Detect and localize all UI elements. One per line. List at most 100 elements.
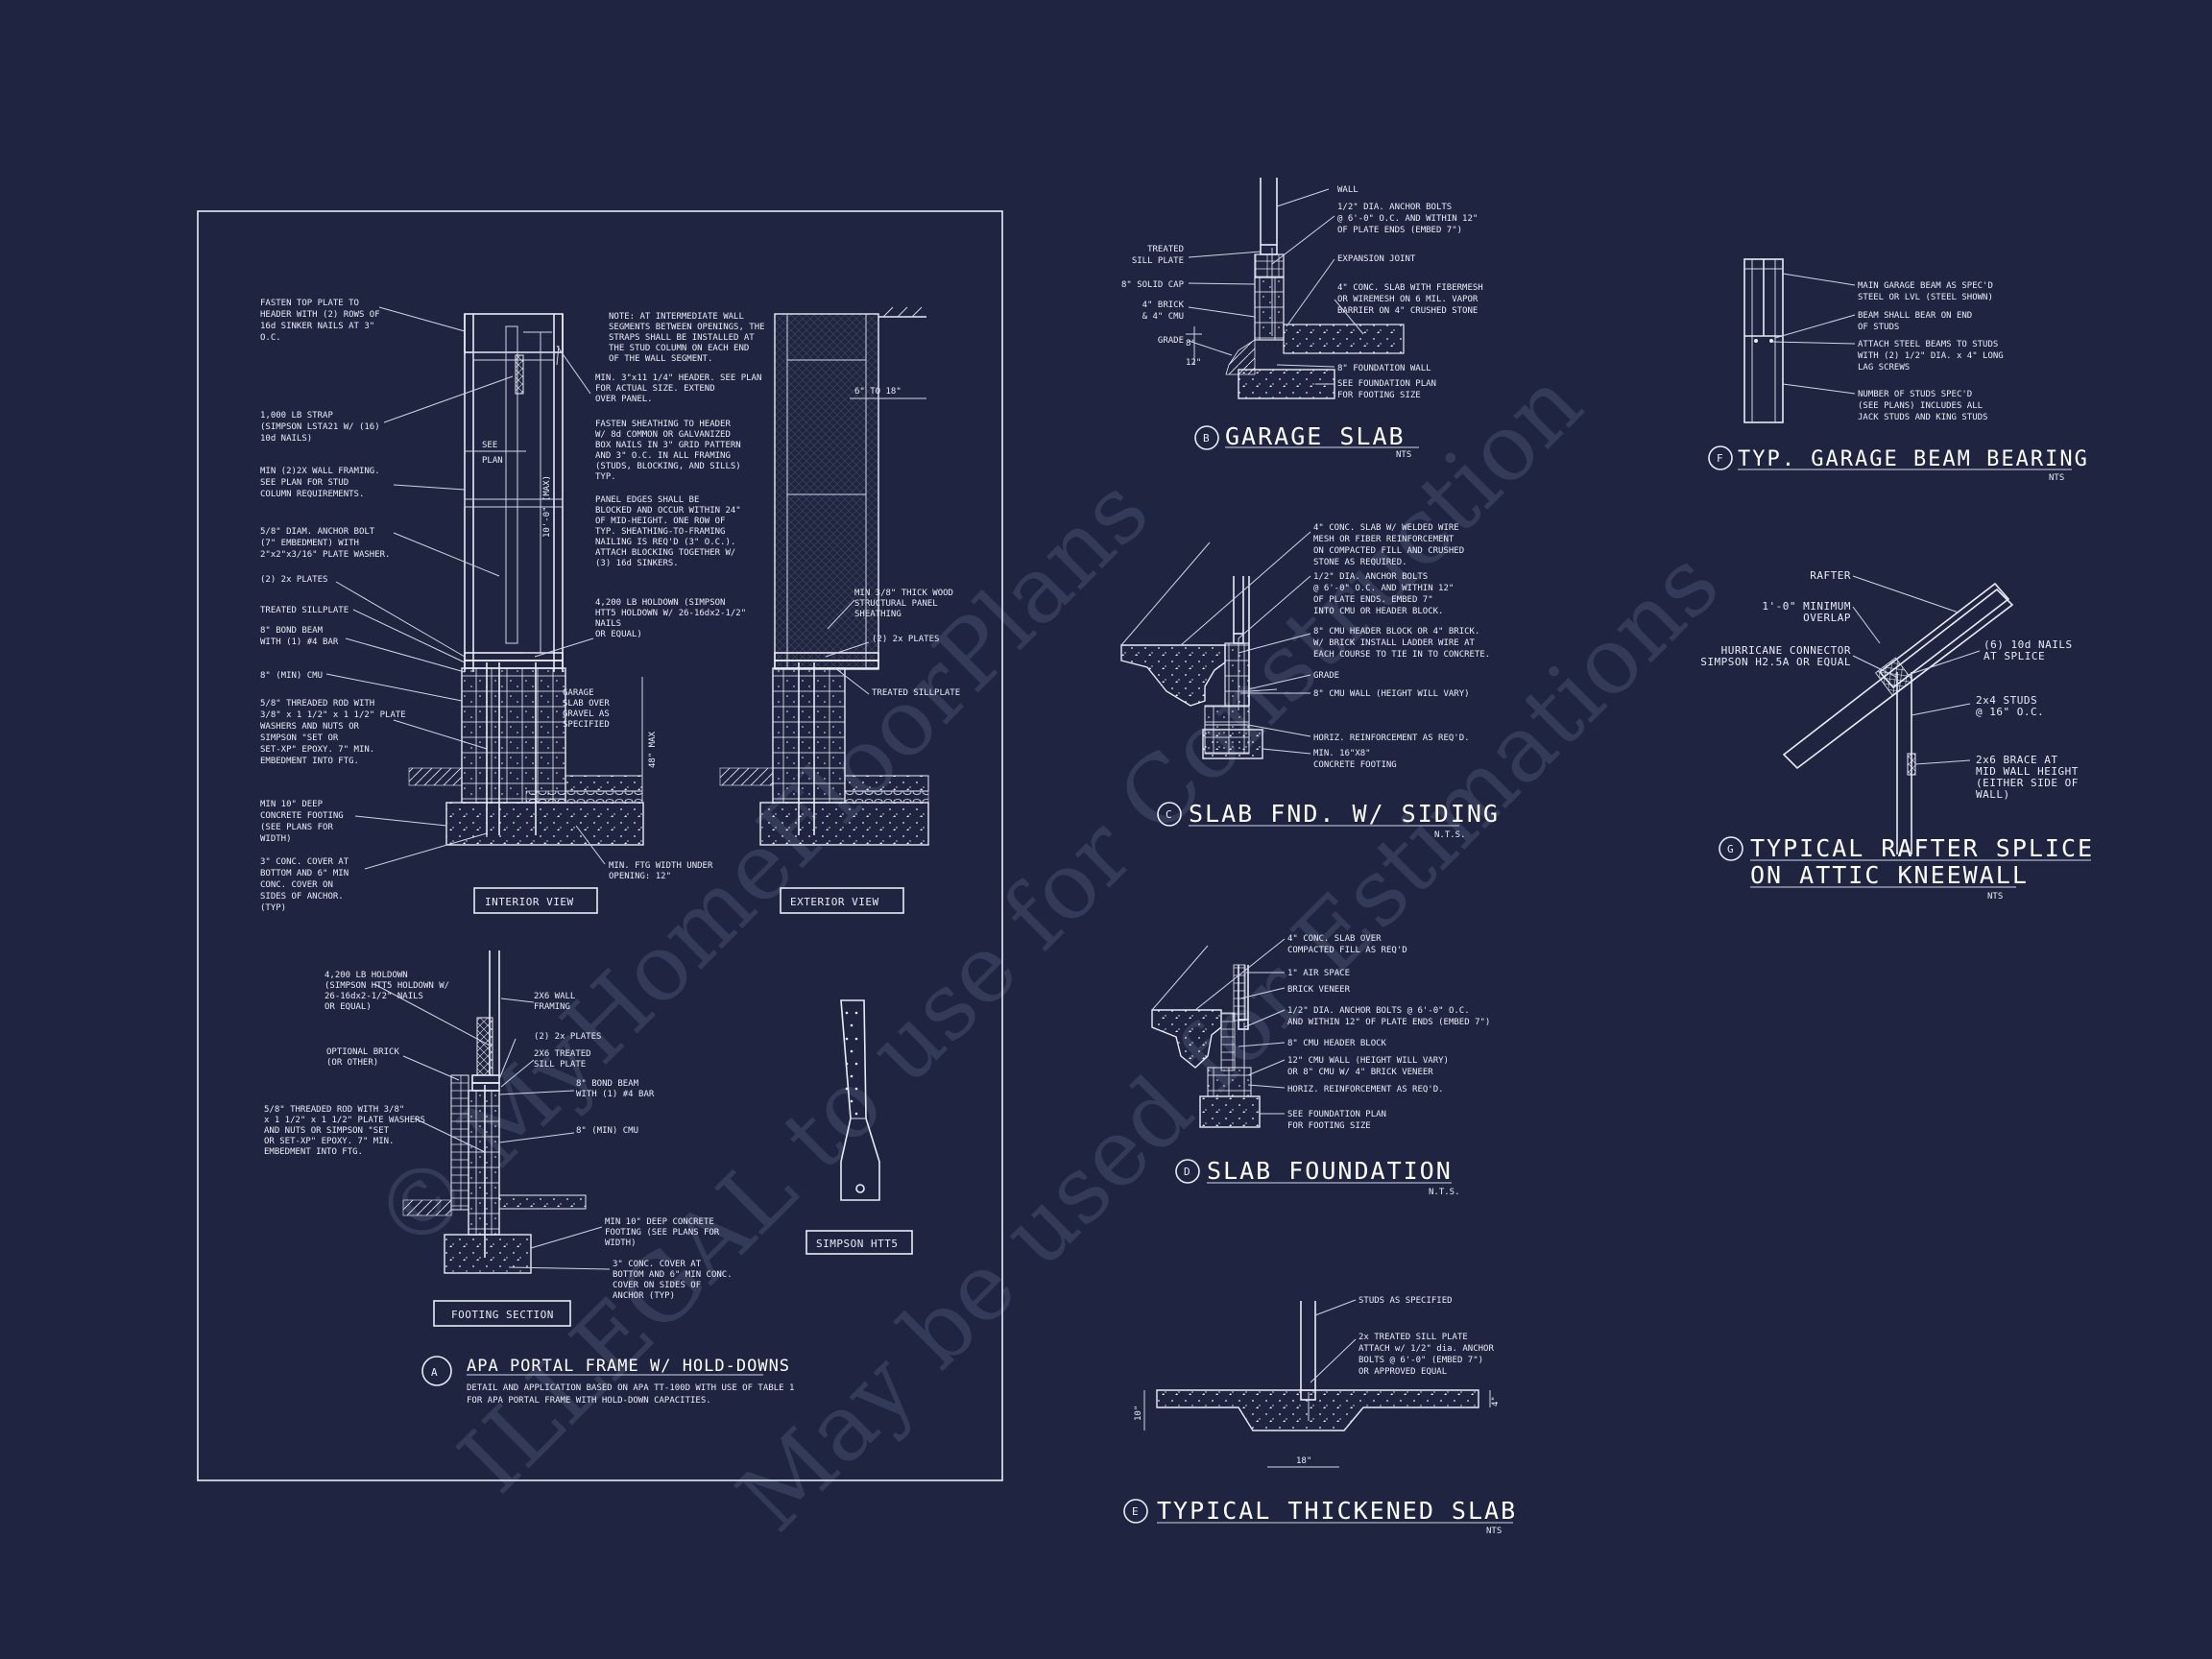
center-note-5-line-3: SPECIFIED	[563, 720, 610, 730]
slab-foundation-note-3-line-0: 1/2" DIA. ANCHOR BOLTS @ 6'-0" O.C.	[1287, 1006, 1470, 1016]
rafter-right-note-1-line-0: 2x4 STUDS	[1976, 694, 2037, 707]
detail-a-frame	[197, 210, 1003, 1481]
detail-e-tag: E	[1132, 1505, 1139, 1518]
rafter-left-note-2-line-1: SIMPSON H2.5A OR EQUAL	[1700, 656, 1851, 668]
see-plan-label-2: PLAN	[482, 456, 503, 466]
interior-note-6-line-1: WITH (1) #4 BAR	[260, 637, 339, 647]
garage-beam-note-1-line-0: BEAM SHALL BEAR ON END	[1858, 311, 1972, 321]
footing-note-9-line-2: COVER ON SIDES OF	[613, 1281, 701, 1290]
garage-dim-8: 8"	[1186, 339, 1196, 349]
center-note-0-line-2: STRAPS SHALL BE INSTALLED AT	[609, 333, 755, 343]
garage-beam-note-1-line-1: OF STUDS	[1858, 323, 1899, 332]
garage-right-note-0-line-0: WALL	[1337, 185, 1358, 195]
garage-left-note-0-line-1: SILL PLATE	[1132, 256, 1184, 266]
footing-note-9-line-1: BOTTOM AND 6" MIN CONC.	[613, 1270, 733, 1280]
center-note-3-line-5: ATTACH BLOCKING TOGETHER W/	[595, 548, 735, 558]
interior-note-10-line-2: CONC. COVER ON	[260, 880, 333, 890]
simpson-htt5-drawing	[840, 999, 880, 1201]
thickened-dim-18: 18"	[1296, 1456, 1311, 1466]
footing-note-8-line-2: WIDTH)	[605, 1238, 637, 1248]
siding-note-0-line-3: STONE AS REQUIRED.	[1313, 558, 1407, 567]
interior-note-0-line-2: 16d SINKER NAILS AT 3"	[260, 322, 374, 331]
rafter-right-note-2-line-0: 2x6 BRACE AT	[1976, 754, 2057, 766]
garage-beam-note-3-line-2: JACK STUDS AND KING STUDS	[1858, 413, 1987, 422]
interior-note-8-line-4: SET-XP" EPOXY. 7" MIN.	[260, 745, 374, 755]
detail-b-tag-circle	[1194, 425, 1219, 450]
footing-note-6-line-4: EMBEDMENT INTO FTG.	[264, 1147, 363, 1157]
exterior-note-1-line-0: (2) 2x PLATES	[872, 635, 939, 644]
detail-g-tag-circle	[1719, 836, 1743, 861]
detail-f-scale: NTS	[2049, 473, 2064, 483]
rafter-left-note-0-line-0: RAFTER	[1810, 569, 1851, 582]
garage-right-note-1-line-0: 1/2" DIA. ANCHOR BOLTS	[1337, 203, 1452, 212]
interior-view-drawing: SEE PLAN 10'-0" (MAX) 48" MAX	[408, 313, 658, 846]
detail-a-desc-2: FOR APA PORTAL FRAME WITH HOLD-DOWN CAPA…	[467, 1396, 711, 1406]
interior-note-9-line-2: (SEE PLANS FOR	[260, 823, 333, 832]
rafter-splice-leaders	[1852, 575, 1981, 765]
garage-right-note-2-line-0: EXPANSION JOINT	[1337, 254, 1416, 264]
siding-note-6-line-0: MIN. 16"X8"	[1313, 749, 1371, 758]
center-note-6-line-1: OPENING: 12"	[609, 872, 671, 881]
center-note-3-line-0: PANEL EDGES SHALL BE	[595, 495, 699, 505]
footing-note-9-line-0: 3" CONC. COVER AT	[613, 1260, 702, 1269]
siding-note-0-line-2: ON COMPACTED FILL AND CRUSHED	[1313, 546, 1464, 556]
detail-c-scale: N.T.S.	[1434, 830, 1466, 840]
siding-note-1-line-2: OF PLATE ENDS. EMBED 7"	[1313, 595, 1433, 605]
detail-c-title: SLAB FND. W/ SIDING	[1189, 800, 1500, 828]
garage-right-note-5-line-0: SEE FOUNDATION PLAN	[1337, 379, 1436, 389]
interior-note-8-line-2: WASHERS AND NUTS OR	[260, 722, 360, 732]
detail-b-scale: NTS	[1396, 450, 1411, 460]
slab-foundation-note-6-line-0: HORIZ. REINFORCEMENT AS REQ'D.	[1287, 1085, 1444, 1094]
garage-beam-note-2-line-1: WITH (2) 1/2" DIA. x 4" LONG	[1858, 351, 2004, 361]
slab-siding-drawing	[1120, 541, 1278, 759]
detail-e-scale: NTS	[1486, 1527, 1502, 1536]
footing-note-8-line-0: MIN 10" DEEP CONCRETE	[605, 1217, 714, 1227]
footing-note-0-line-3: OR EQUAL)	[325, 1002, 372, 1012]
simpson-htt5-label: SIMPSON HTT5	[816, 1238, 898, 1250]
footing-note-7-line-0: 8" (MIN) CMU	[576, 1126, 638, 1136]
footing-note-9-line-3: ANCHOR (TYP)	[613, 1291, 675, 1301]
interior-note-8-line-3: SIMPSON "SET OR	[260, 733, 339, 743]
center-note-0-line-0: NOTE: AT INTERMEDIATE WALL	[609, 312, 744, 322]
center-note-1-line-1: FOR ACTUAL SIZE. EXTEND	[595, 384, 715, 394]
center-note-2-line-4: (STUDS, BLOCKING, AND SILLS)	[595, 462, 741, 471]
footing-note-0-line-1: (SIMPSON HTT5 HOLDOWN W/	[325, 981, 449, 991]
footing-note-8-line-1: FOOTING (SEE PLANS FOR	[605, 1228, 720, 1238]
rafter-right-note-0-line-0: (6) 10d NAILS	[1984, 638, 2073, 651]
siding-note-6-line-1: CONCRETE FOOTING	[1313, 760, 1397, 770]
thickened-slab-note-0-line-0: STUDS AS SPECIFIED	[1358, 1296, 1453, 1306]
detail-d-scale: N.T.S.	[1429, 1188, 1460, 1197]
detail-e-tag-circle	[1123, 1499, 1148, 1524]
interior-view-label: INTERIOR VIEW	[485, 896, 574, 908]
center-note-2-line-2: BOX NAILS IN 3" GRID PATTERN	[595, 441, 741, 450]
siding-note-1-line-3: INTO CMU OR HEADER BLOCK.	[1313, 607, 1443, 616]
slab-foundation-leaders	[1194, 938, 1286, 1115]
garage-left-note-1-line-0: 8" SOLID CAP	[1121, 280, 1185, 290]
center-note-2-line-5: TYP.	[595, 472, 616, 482]
siding-note-0-line-1: MESH OR FIBER REINFORCEMENT	[1313, 535, 1455, 544]
footing-note-6-line-3: OR SET-XP" EPOXY. 7" MIN.	[264, 1137, 394, 1146]
siding-note-5-line-0: HORIZ. REINFORCEMENT AS REQ'D.	[1313, 733, 1470, 743]
footing-note-6-line-1: x 1 1/2" x 1 1/2" PLATE WASHERS	[264, 1116, 425, 1125]
center-note-3-line-2: OF MID-HEIGHT. ONE ROW OF	[595, 517, 725, 526]
garage-beam-drawing	[1743, 258, 1784, 423]
interior-note-1-line-1: (SIMPSON LSTA21 W/ (16)	[260, 422, 380, 432]
detail-a-title: APA PORTAL FRAME W/ HOLD-DOWNS	[467, 1357, 790, 1376]
garage-right-note-3-line-0: 4" CONC. SLAB WITH FIBERMESH	[1337, 283, 1483, 293]
rafter-right-note-2-line-2: (EITHER SIDE OF	[1976, 777, 2079, 789]
center-note-1-line-0: MIN. 3"x11 1/4" HEADER. SEE PLAN	[595, 373, 761, 383]
interior-view-box	[473, 887, 598, 914]
footing-note-4-line-1: (OR OTHER)	[326, 1058, 378, 1068]
interior-note-2-line-2: COLUMN REQUIREMENTS.	[260, 490, 364, 499]
detail-e-title: TYPICAL THICKENED SLAB	[1157, 1497, 1517, 1525]
footing-note-4-line-0: OPTIONAL BRICK	[326, 1047, 399, 1057]
center-note-0-line-4: OF THE WALL SEGMENT.	[609, 354, 712, 364]
slab-foundation-note-1-line-0: 1" AIR SPACE	[1287, 969, 1350, 978]
siding-note-4-line-0: 8" CMU WALL (HEIGHT WILL VARY)	[1313, 689, 1470, 699]
center-note-0-line-1: SEGMENTS BETWEEN OPENINGS, THE	[609, 323, 765, 332]
detail-g-scale: NTS	[1987, 892, 2003, 902]
interior-note-0-line-1: HEADER WITH (2) ROWS OF	[260, 310, 380, 320]
garage-beam-note-0-line-0: MAIN GARAGE BEAM AS SPEC'D	[1858, 281, 1993, 291]
garage-right-note-1-line-1: @ 6'-0" O.C. AND WITHIN 12"	[1337, 214, 1478, 224]
interior-note-8-line-1: 3/8" x 1 1/2" x 1 1/2" PLATE	[260, 710, 406, 720]
